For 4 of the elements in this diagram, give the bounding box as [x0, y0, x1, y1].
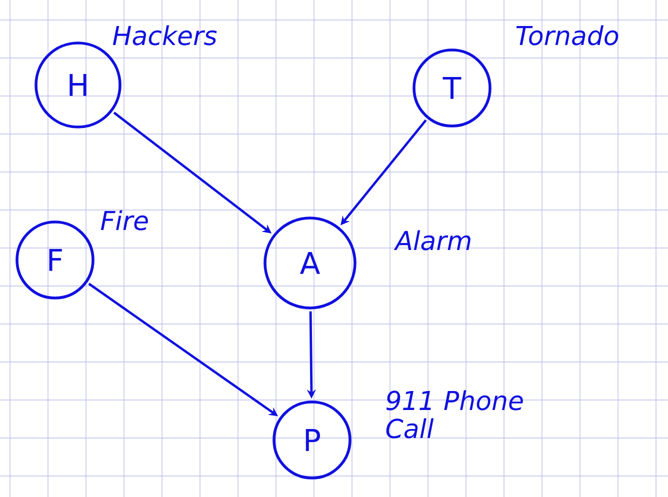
node-label: 911 Phone Call	[386, 390, 523, 438]
node-label: Tornado	[516, 25, 618, 46]
node-label: Fire	[100, 210, 148, 230]
node-label: Alarm	[394, 230, 470, 250]
